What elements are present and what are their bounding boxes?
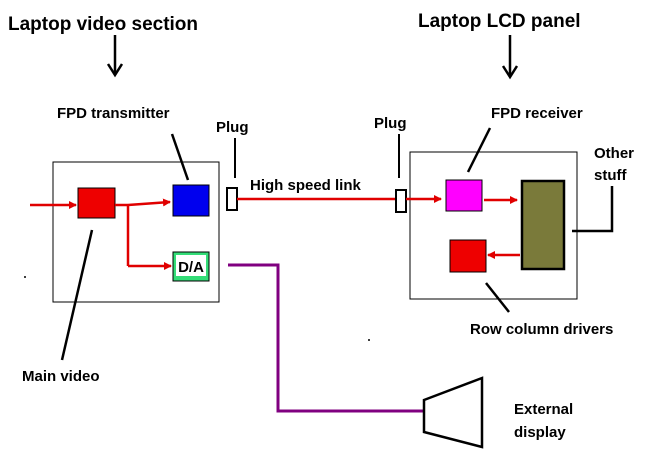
fpd-transmitter-block	[172, 184, 210, 217]
plug-right-label: Plug	[374, 115, 407, 132]
to-fpd-transmitter-arrow	[127, 198, 171, 207]
main-video-block	[77, 187, 116, 219]
laptop-lcd-panel-title: Laptop LCD panel	[418, 11, 581, 32]
laptop-video-section-title: Laptop video section	[8, 14, 198, 35]
fpd-transmitter-label: FPD transmitter	[57, 105, 170, 122]
row-column-drivers-label: Row column drivers	[470, 321, 613, 338]
plug-left-label: Plug	[216, 119, 249, 136]
down-arrow-left-icon	[106, 35, 124, 78]
da-converter-label: D/A	[178, 259, 204, 276]
main-video-pointer	[60, 229, 94, 361]
down-arrow-right-icon	[501, 35, 519, 80]
external-display-label-line2: display	[514, 424, 566, 441]
other-stuff-label-line1: Other	[594, 145, 634, 162]
fpd-receiver-pointer	[466, 127, 492, 173]
main-video-label: Main video	[22, 368, 100, 385]
main-video-output-wires	[115, 203, 130, 266]
plug-right	[395, 189, 407, 213]
lcd-matrix-block	[520, 179, 566, 271]
external-display-icon	[422, 376, 484, 449]
stray-dot	[24, 276, 26, 278]
other-stuff-pointer	[572, 186, 614, 233]
stray-dot	[368, 339, 370, 341]
fpd-receiver-block	[445, 179, 483, 212]
plug-left	[226, 187, 238, 211]
high-speed-link-label: High speed link	[250, 177, 362, 194]
external-display-label-line1: External	[514, 401, 573, 418]
da-converter-label-bg	[176, 255, 206, 276]
other-stuff-label-line2: stuff	[594, 167, 627, 184]
row-column-drivers-pointer	[485, 282, 510, 313]
row-column-drivers-block	[449, 239, 487, 273]
analog-output-wire	[228, 263, 424, 413]
fpd-transmitter-pointer	[170, 133, 190, 181]
fpd-receiver-label: FPD receiver	[491, 105, 583, 122]
